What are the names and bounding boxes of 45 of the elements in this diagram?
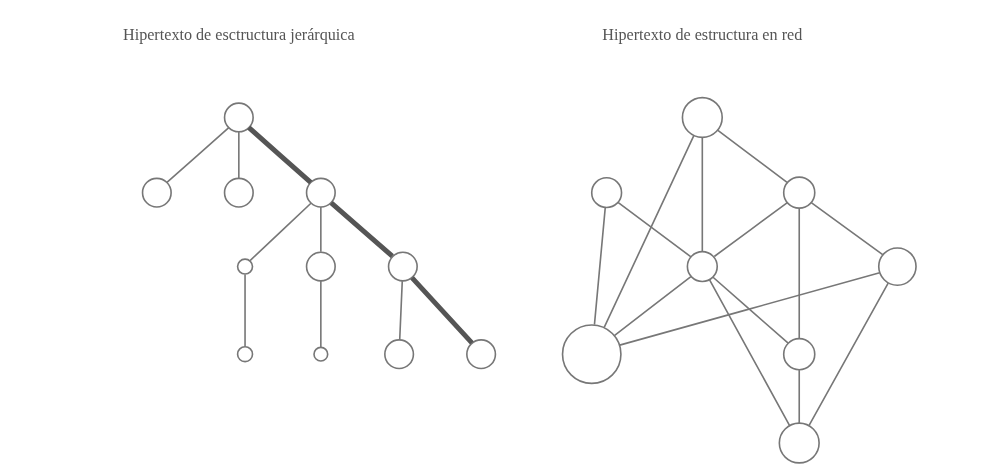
connector xyxy=(717,129,788,184)
connector xyxy=(398,280,404,341)
node-circle xyxy=(681,96,723,139)
connector xyxy=(613,275,692,337)
connector xyxy=(249,202,312,262)
connector xyxy=(713,201,789,258)
connector xyxy=(320,280,322,349)
connector xyxy=(238,131,240,179)
connector xyxy=(410,276,474,345)
connector xyxy=(810,201,884,256)
connector xyxy=(798,207,801,340)
connector xyxy=(329,201,394,258)
connector xyxy=(808,282,889,427)
connector xyxy=(603,134,695,329)
node-circle xyxy=(561,324,622,385)
node-circle xyxy=(466,339,497,370)
connector xyxy=(712,276,789,344)
node-circle xyxy=(778,422,820,464)
node-circle xyxy=(313,346,329,362)
label: Hipertexto de estructura en red xyxy=(602,25,803,43)
node-circle xyxy=(305,251,336,282)
connector xyxy=(320,206,322,253)
node-circle xyxy=(223,102,254,133)
node-circle xyxy=(590,176,623,209)
connector xyxy=(708,279,791,427)
connector xyxy=(593,206,607,326)
connector xyxy=(701,136,704,253)
node-circle xyxy=(387,251,418,282)
node-circle xyxy=(686,250,719,283)
label: Hipertexto de esctructura jerárquica xyxy=(122,25,355,43)
connector xyxy=(798,369,801,424)
connector xyxy=(244,273,246,348)
node-circle xyxy=(141,177,172,208)
node-circle xyxy=(305,177,336,208)
node-circle xyxy=(236,345,254,363)
connector xyxy=(617,201,692,258)
node-circle xyxy=(236,258,254,275)
connector xyxy=(618,271,881,346)
node-circle xyxy=(384,339,415,370)
node-circle xyxy=(223,177,254,208)
node-circle xyxy=(782,176,816,209)
connector xyxy=(247,125,313,185)
node-circle xyxy=(782,337,816,371)
node-circle xyxy=(877,247,917,287)
connector xyxy=(166,126,230,184)
